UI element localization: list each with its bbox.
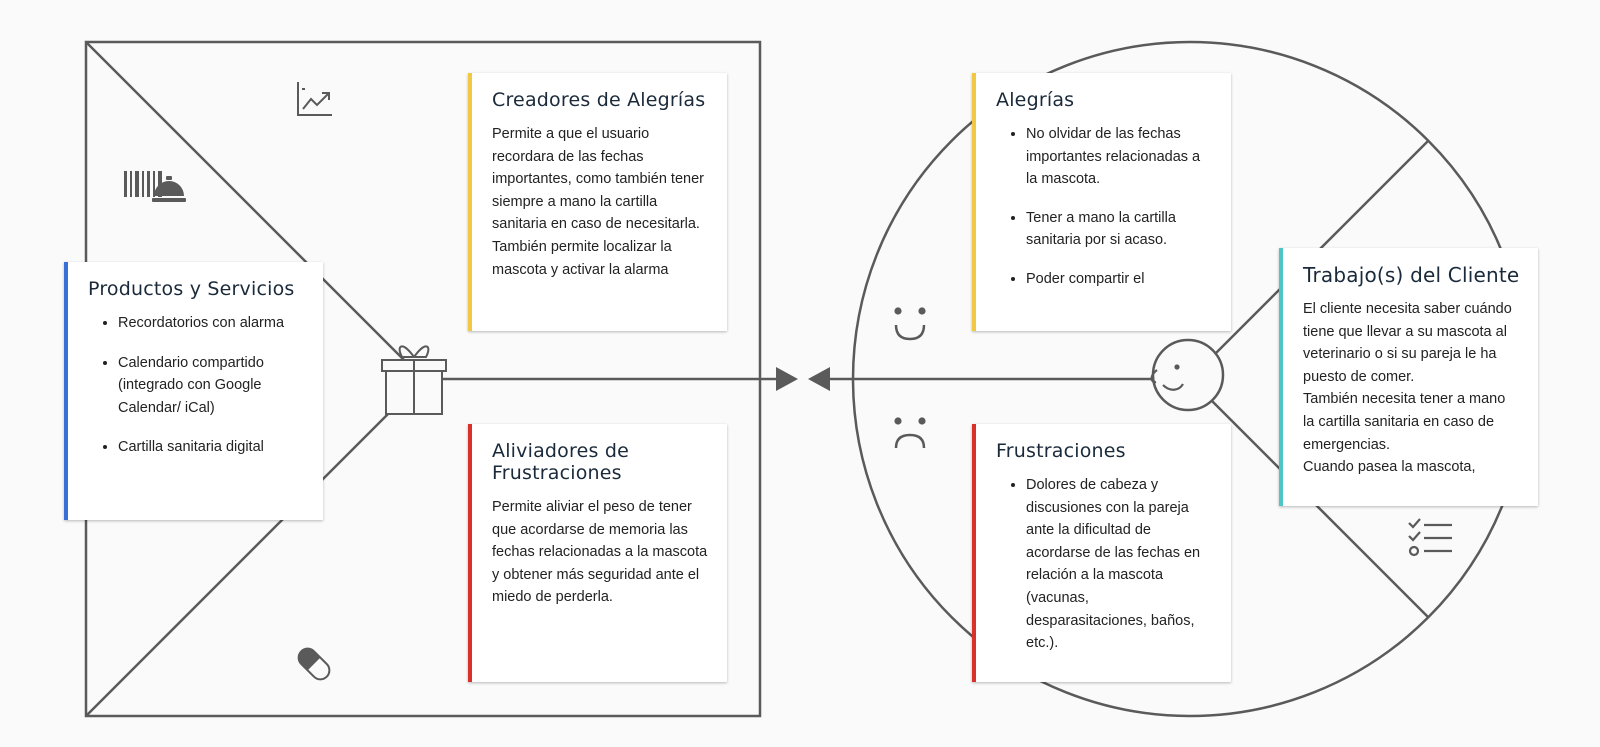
pain-relievers-text: Permite aliviar el peso de tener que aco… — [492, 499, 708, 606]
smile-face-icon — [894, 307, 926, 341]
list-item: No olvidar de las fechas importantes rel… — [1026, 123, 1213, 191]
customer-jobs-card: Trabajo(s) del Cliente El cliente necesi… — [1279, 248, 1538, 506]
gain-creators-text: Permite a que el usuario recordara de la… — [492, 126, 704, 278]
frown-face-icon — [894, 417, 926, 449]
list-item: Dolores de cabeza y discusiones con la p… — [1026, 474, 1213, 655]
products-services-card: Productos y Servicios Recordatorios con … — [64, 262, 323, 520]
list-item: Calendario compartido (integrado con Goo… — [118, 352, 305, 420]
products-services-title: Productos y Servicios — [88, 278, 295, 300]
list-item: Poder compartir el — [1026, 268, 1213, 291]
customer-face-icon — [1150, 338, 1225, 412]
list-item: Tener a mano la cartilla sanitaria por s… — [1026, 207, 1213, 252]
pill-icon — [297, 647, 331, 681]
chart-trend-icon — [297, 82, 332, 116]
pains-title: Frustraciones — [996, 440, 1126, 462]
gains-title: Alegrías — [996, 89, 1075, 111]
pains-card: Frustraciones Dolores de cabeza y discus… — [972, 424, 1231, 682]
checklist-icon — [1408, 518, 1452, 557]
pain-relievers-card: Aliviadores de Frustraciones Permite ali… — [468, 424, 727, 682]
gain-creators-card: Creadores de Alegrías Permite a que el u… — [468, 73, 727, 331]
gift-icon — [381, 345, 447, 415]
customer-jobs-text: El cliente necesita saber cuándo tiene q… — [1303, 301, 1512, 476]
list-item: Cartilla sanitaria digital — [118, 436, 305, 459]
arrow-right-icon — [776, 367, 798, 391]
value-map-diagonal-top — [85, 41, 405, 361]
gains-card: Alegrías No olvidar de las fechas import… — [972, 73, 1231, 331]
gain-creators-title: Creadores de Alegrías — [492, 89, 706, 111]
customer-jobs-title: Trabajo(s) del Cliente — [1303, 263, 1520, 287]
list-item: Recordatorios con alarma — [118, 312, 305, 335]
value-map-diagonal-bottom — [85, 407, 395, 717]
pain-relievers-title: Aliviadores de Frustraciones — [492, 440, 629, 484]
customer-profile-line-bottom — [1211, 400, 1429, 618]
arrow-left-icon — [808, 367, 830, 391]
barcode-service-icon — [124, 171, 186, 202]
